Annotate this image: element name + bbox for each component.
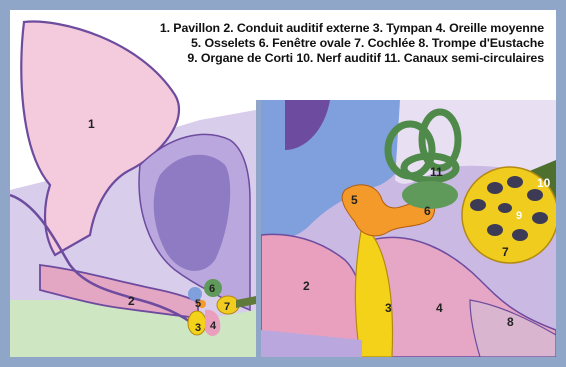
label-right-4: 4: [436, 301, 443, 315]
label-right-8: 8: [507, 315, 514, 329]
label-right-10: 10: [537, 176, 551, 190]
label-left-3: 3: [195, 322, 201, 334]
legend-line-2: 5. Osselets 6. Fenêtre ovale 7. Cochlée …: [191, 36, 544, 50]
label-right-3: 3: [385, 301, 392, 315]
panel-divider: [256, 100, 261, 357]
label-left-2: 2: [128, 294, 135, 308]
label-right-2: 2: [303, 279, 310, 293]
legend-line-3: 9. Organe de Corti 10. Nerf auditif 11. …: [187, 51, 544, 65]
label-left-6: 6: [209, 283, 215, 295]
label-left-7: 7: [224, 301, 230, 313]
label-right-9: 9: [516, 210, 522, 222]
legend-line-1: 1. Pavillon 2. Conduit auditif externe 3…: [160, 21, 544, 35]
label-right-11: 11: [430, 165, 443, 179]
label-right-5: 5: [351, 193, 358, 207]
right-panel: 2 3 4 5 6 7 8 9 10 11: [261, 100, 558, 357]
label-left-4: 4: [210, 320, 217, 332]
label-left-1: 1: [88, 117, 95, 131]
label-left-5: 5: [195, 298, 201, 310]
label-right-6: 6: [424, 204, 431, 218]
label-right-7: 7: [502, 245, 509, 259]
